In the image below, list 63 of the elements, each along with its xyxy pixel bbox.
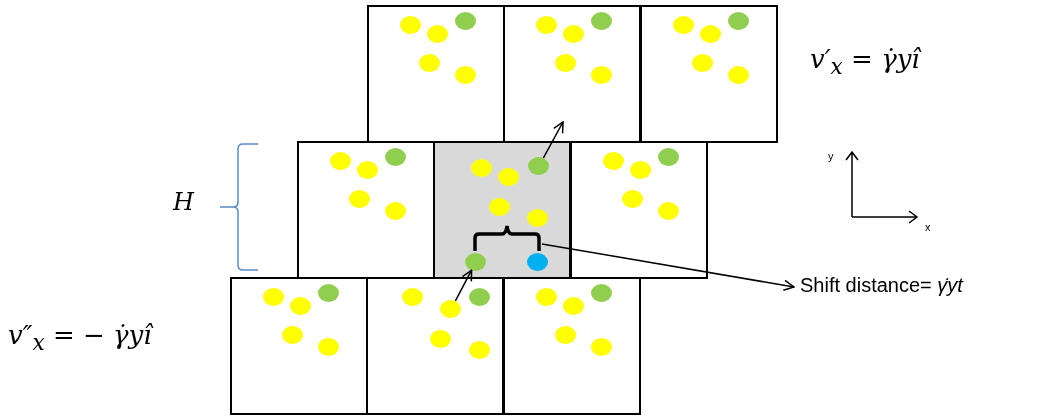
- particle: [591, 283, 612, 302]
- particle: [357, 160, 378, 179]
- particle: [263, 287, 284, 306]
- particle: [330, 151, 351, 170]
- particle: [385, 147, 406, 166]
- particle: [455, 65, 476, 84]
- particle: [469, 340, 490, 359]
- particle: [527, 208, 548, 227]
- particle: [591, 65, 612, 84]
- particle: [591, 337, 612, 356]
- arrow: [542, 121, 564, 159]
- particle: [658, 147, 679, 166]
- particle: [536, 287, 557, 306]
- particle: [700, 24, 721, 43]
- particle: [622, 189, 643, 208]
- particle: [603, 151, 624, 170]
- particle: [419, 53, 440, 72]
- particle: [455, 11, 476, 30]
- velocity-equation: v″$_{x}$ = − γ̇yî: [8, 320, 152, 356]
- central-cell: [433, 141, 571, 279]
- velocity-equation: v′$_{x}$ = γ̇yî: [810, 44, 920, 80]
- particle: [400, 15, 421, 34]
- particle: [563, 296, 584, 315]
- particle: [290, 296, 311, 315]
- particle: [465, 252, 486, 271]
- particle: [728, 11, 749, 30]
- particle: [591, 11, 612, 30]
- particle: [282, 325, 303, 344]
- dimension-label: H: [173, 188, 194, 216]
- particle: [527, 252, 548, 271]
- periodic-cell: [366, 277, 504, 415]
- particle: [692, 53, 713, 72]
- particle: [318, 283, 339, 302]
- particle: [318, 337, 339, 356]
- particle: [528, 156, 549, 175]
- annotation-text: Shift distance= γ̇yt: [800, 268, 1040, 302]
- particle: [402, 287, 423, 306]
- particle: [555, 53, 576, 72]
- particle: [349, 189, 370, 208]
- particle: [430, 329, 451, 348]
- periodic-cell: [230, 277, 368, 415]
- periodic-cell: [640, 5, 778, 143]
- particle: [427, 24, 448, 43]
- arrow: [454, 269, 473, 302]
- particle: [498, 167, 519, 186]
- particle: [489, 197, 510, 216]
- particle: [673, 15, 694, 34]
- periodic-cell: [570, 141, 708, 279]
- curly-brace: [471, 223, 542, 252]
- axis-label: y: [828, 150, 834, 162]
- particle: [440, 299, 461, 318]
- particle: [469, 287, 490, 306]
- particle: [728, 65, 749, 84]
- periodic-cell: [503, 277, 641, 415]
- particle: [471, 158, 492, 177]
- particle: [555, 325, 576, 344]
- particle: [563, 24, 584, 43]
- particle: [385, 201, 406, 220]
- particle: [536, 15, 557, 34]
- axis-label: x: [925, 221, 931, 233]
- leader-line: [541, 243, 795, 291]
- particle: [658, 201, 679, 220]
- particle: [630, 160, 651, 179]
